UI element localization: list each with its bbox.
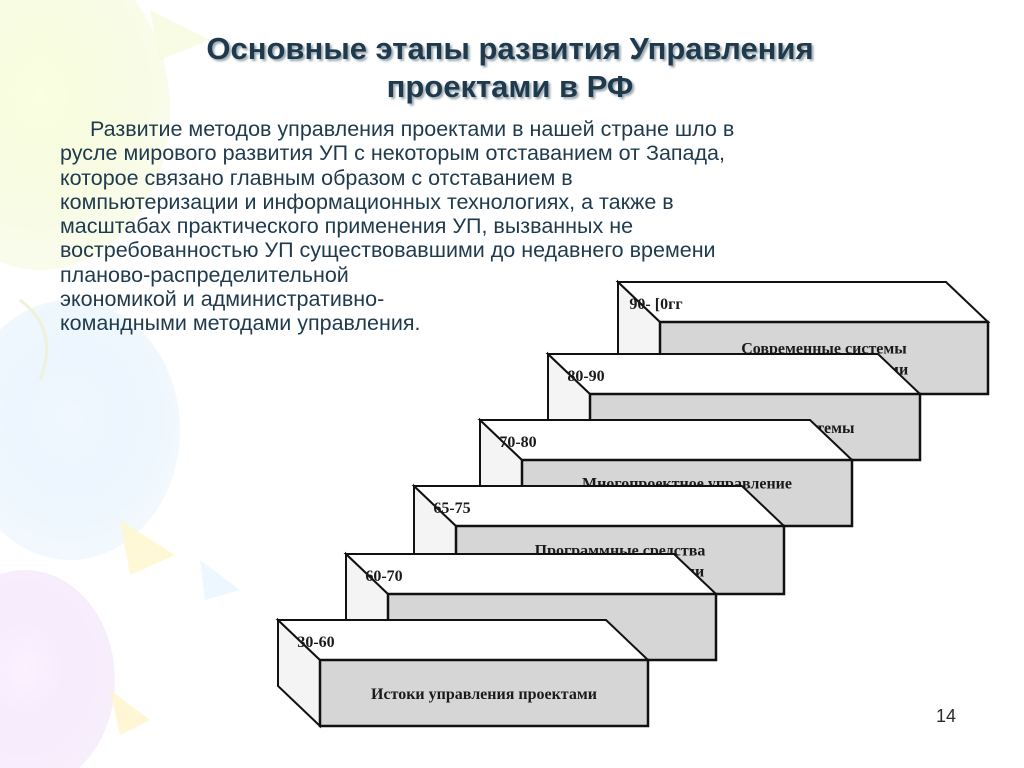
step-years-label: 90- [0гг [629,296,682,313]
step-years-label: 60-70 [365,568,402,585]
page-number: 14 [936,706,957,726]
body-line: Развитие методов управления проектами в … [90,117,735,141]
step-years-label: 70-80 [499,434,536,451]
confetti-shape [120,520,175,575]
body-line: русле мирового развития УП с некоторым о… [60,141,725,166]
confetti-shape [150,10,210,60]
title-line-2: проектами в РФ [386,69,634,104]
title-line-1: Основные этапы развития Управления [206,31,814,66]
slide-title: Основные этапы развития Управления проек… [100,30,920,106]
balloon-yellow [0,0,170,270]
balloon-lilac [0,570,115,768]
step-years-label: 65-75 [433,500,470,517]
body-paragraph: Развитие методов управления проектами в … [60,117,960,336]
body-line: командными методами управления. [60,311,421,336]
body-line: компьютеризации и информационных техноло… [60,189,674,214]
step-front-face [318,658,650,728]
body-line: экономикой и административно- [60,287,385,312]
step-years-label: 80-90 [567,368,604,385]
confetti-shape [110,690,150,735]
confetti-shape [200,560,240,600]
body-line: планово-распределительной [60,262,349,287]
body-line: востребованностью УП существовавшими до … [60,238,716,263]
balloon-string [19,298,49,381]
body-line: масштабах практического применения УП, в… [60,214,634,239]
step-title-label: Истоки управления проектами [371,686,597,703]
step-years-label: 30-60 [297,634,334,651]
body-line: которое связано главным образом с отстав… [60,165,573,190]
